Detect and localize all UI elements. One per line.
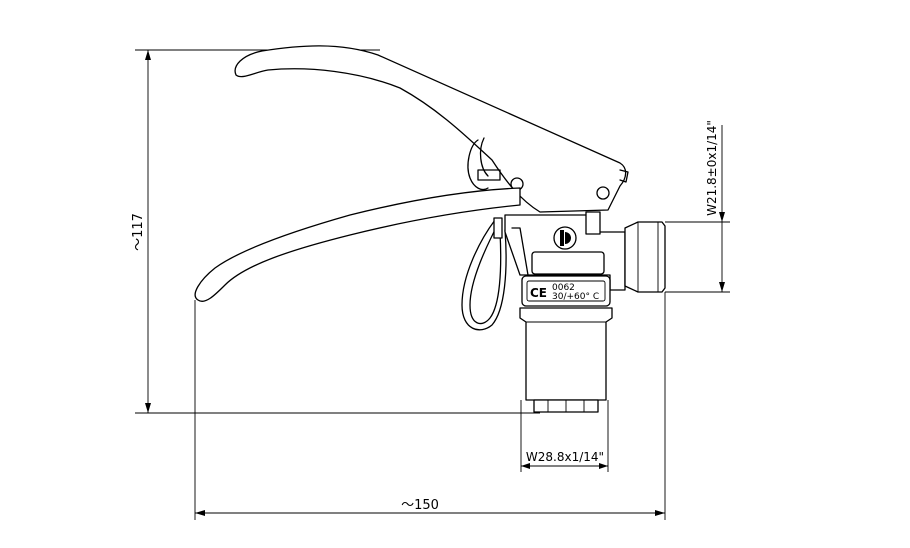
outlet-thread-label: W21.8±0x1/14" [705,120,719,216]
outlet-thread-dimension: W21.8±0x1/14" [665,120,730,293]
pivot-hole-right [596,186,610,200]
ce-mark: CE [530,286,547,300]
temp-range: 30/+60° C [552,292,599,302]
length-dimension: ～150 [194,292,666,520]
bottom-thread-dimension: W28.8x1/14" [520,400,609,472]
lower-cylinder [519,307,613,401]
safety-pin [461,137,507,331]
height-dimension-label: ～117 [131,213,146,251]
lower-handle [194,187,521,302]
upper-lever [234,45,627,213]
cert-number: 0062 [552,283,575,293]
outlet-nozzle [624,221,666,293]
bottom-thread-label: W28.8x1/14" [526,450,604,464]
length-dimension-label: ～150 [401,498,439,513]
valve-body: CE 0062 30/+60° C [504,211,666,413]
certification-label [521,275,611,307]
